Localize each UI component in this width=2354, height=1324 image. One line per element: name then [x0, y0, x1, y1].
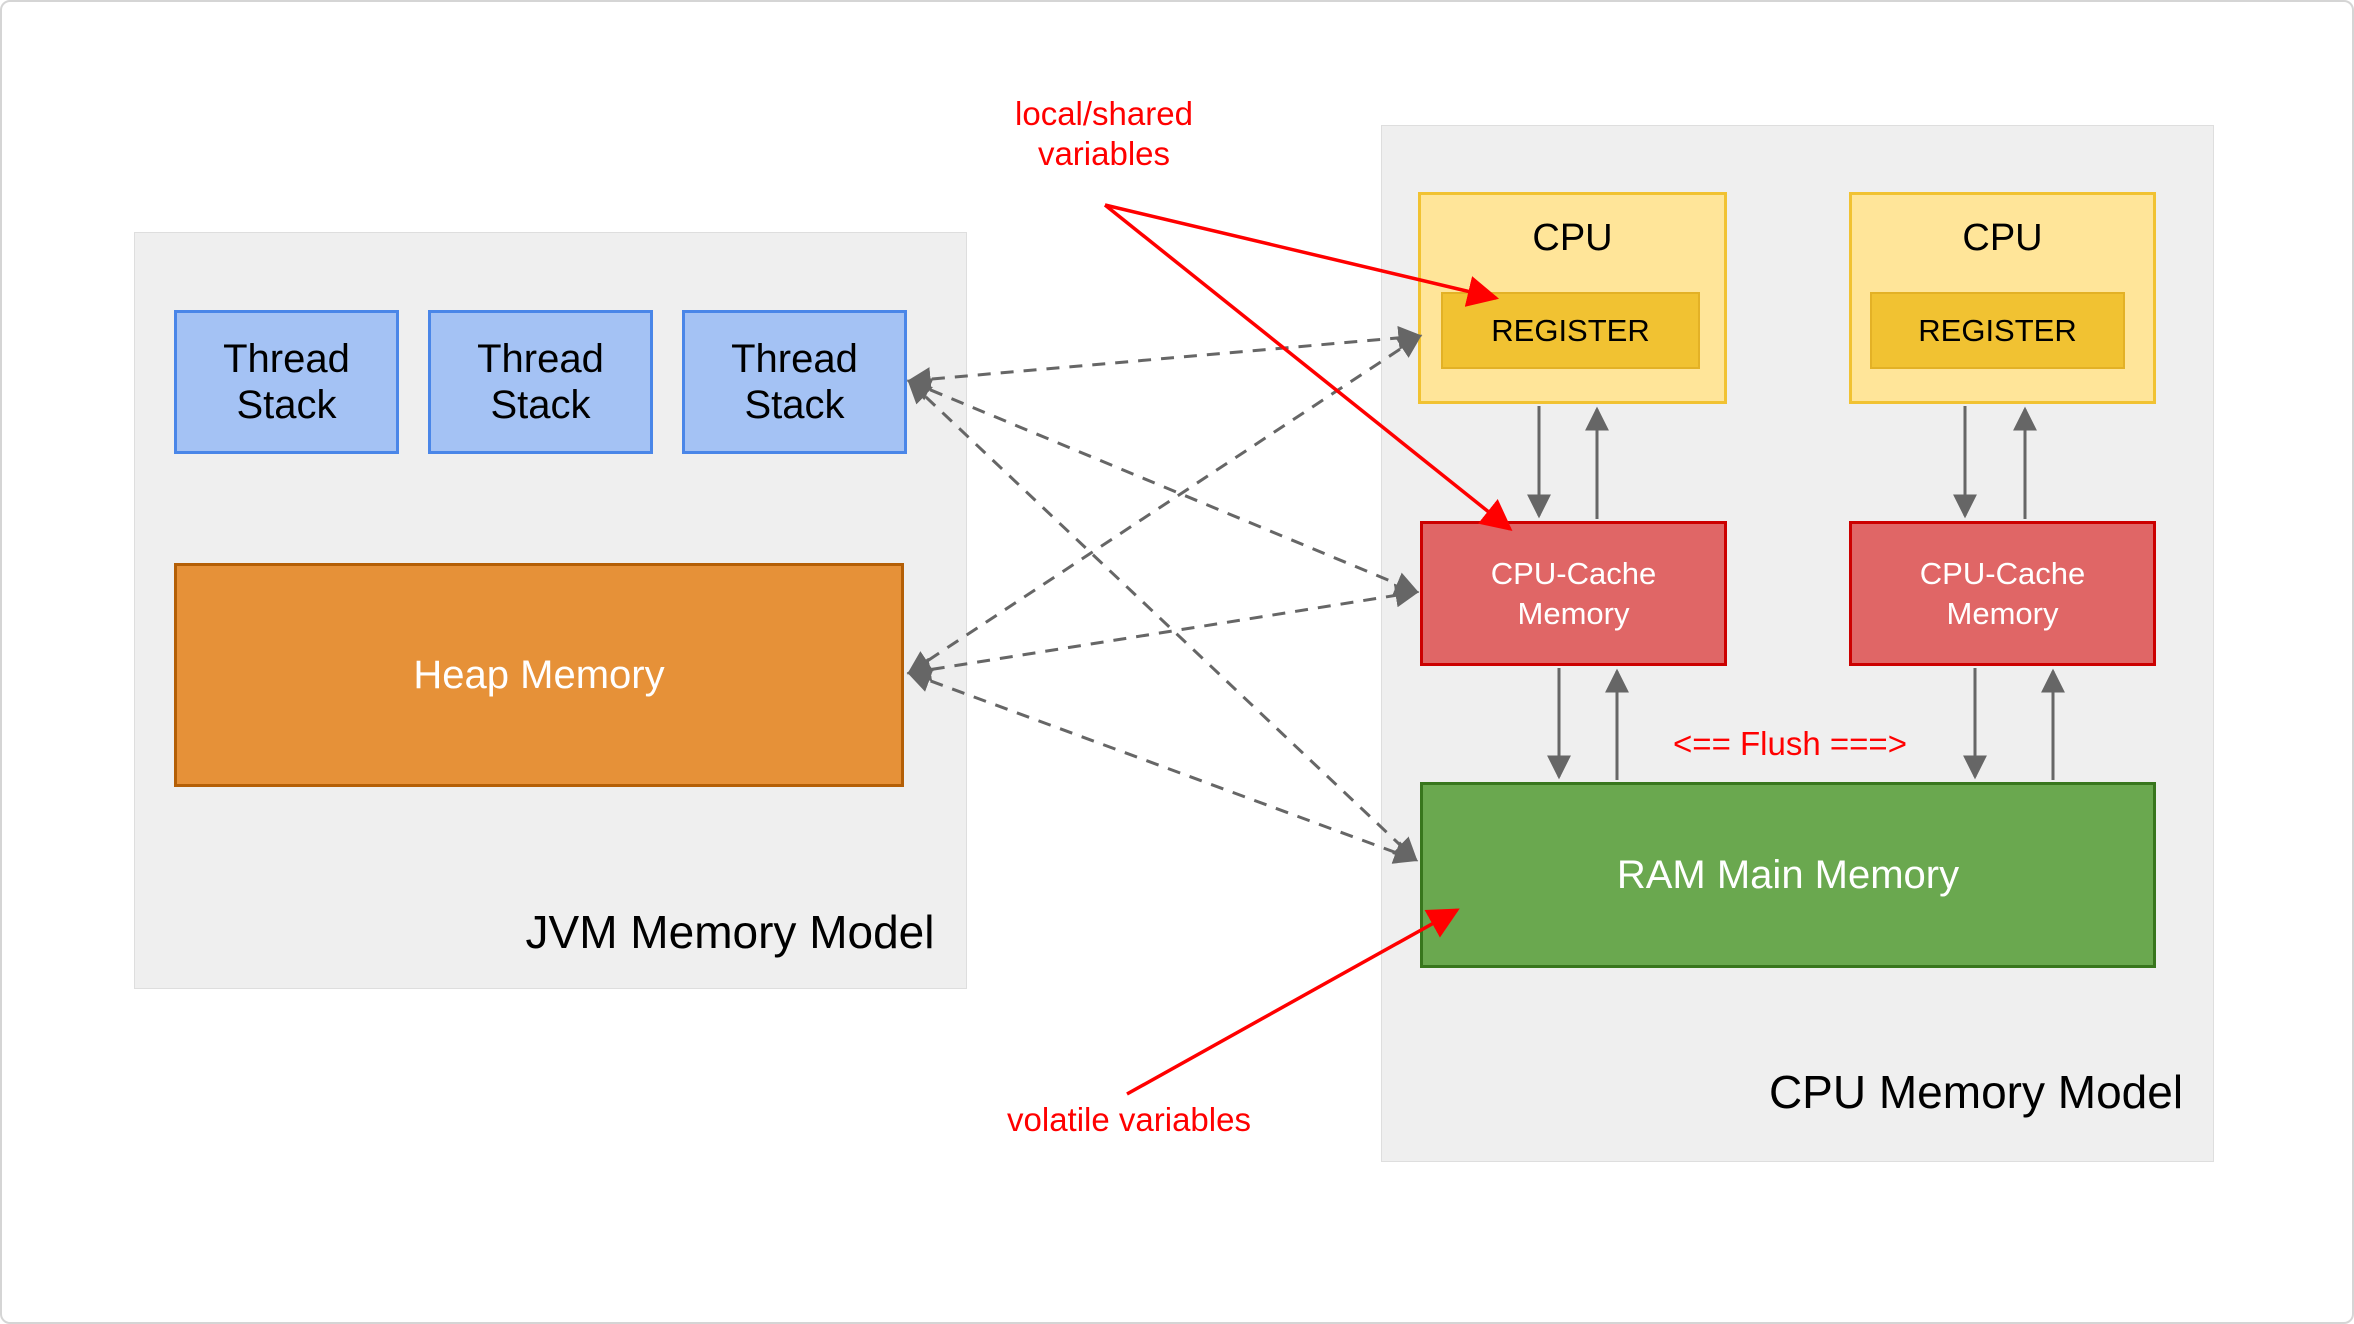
- cpu-label: CPU: [1962, 217, 2043, 259]
- heap-memory-label: Heap Memory: [413, 652, 665, 697]
- register-box-2: REGISTER: [1870, 292, 2125, 369]
- dashed-connector-thread3-register1: [906, 325, 1423, 392]
- jvm-panel-title: JVM Memory Model: [525, 906, 935, 958]
- annotation-flush: <== Flush ===>: [1590, 724, 1990, 764]
- thread-stack-label: Thread Stack: [731, 337, 858, 427]
- ram-main-memory-label: RAM Main Memory: [1616, 852, 1960, 897]
- ram-main-memory-box: RAM Main Memory: [1420, 782, 2156, 968]
- cpu-cache-box-1: CPU-Cache Memory: [1420, 521, 1727, 666]
- thread-stack-box-1: Thread Stack: [174, 310, 399, 454]
- annotation-text: local/shared variables: [1015, 95, 1193, 172]
- dashed-connector-thread3-cache1: [906, 378, 1420, 595]
- annotation-text: volatile variables: [1007, 1101, 1251, 1138]
- heap-memory-box: Heap Memory: [174, 563, 904, 787]
- thread-stack-label: Thread Stack: [477, 337, 604, 427]
- dashed-connector-heap-cache1: [906, 583, 1420, 682]
- annotation-text: <== Flush ===>: [1673, 725, 1907, 762]
- cpu-cache-box-2: CPU-Cache Memory: [1849, 521, 2156, 666]
- register-label: REGISTER: [1491, 312, 1650, 348]
- dashed-connector-thread3-ram: [907, 379, 1418, 862]
- register-label: REGISTER: [1918, 312, 2077, 348]
- cpu-panel-title: CPU Memory Model: [1768, 1066, 2184, 1118]
- cpu-label: CPU: [1532, 217, 1613, 259]
- annotation-local-shared-variables: local/shared variables: [954, 94, 1254, 174]
- annotation-volatile-variables: volatile variables: [929, 1100, 1329, 1140]
- cpu-cache-label: CPU-Cache Memory: [1919, 555, 2086, 631]
- thread-stack-label: Thread Stack: [223, 337, 350, 427]
- thread-stack-box-3: Thread Stack: [682, 310, 907, 454]
- cpu-cache-label: CPU-Cache Memory: [1490, 555, 1657, 631]
- register-box-1: REGISTER: [1441, 292, 1700, 369]
- dashed-connector-group: [906, 325, 1423, 864]
- thread-stack-box-2: Thread Stack: [428, 310, 653, 454]
- dashed-connector-heap-register1: [906, 334, 1423, 675]
- dashed-connector-heap-ram: [906, 669, 1419, 864]
